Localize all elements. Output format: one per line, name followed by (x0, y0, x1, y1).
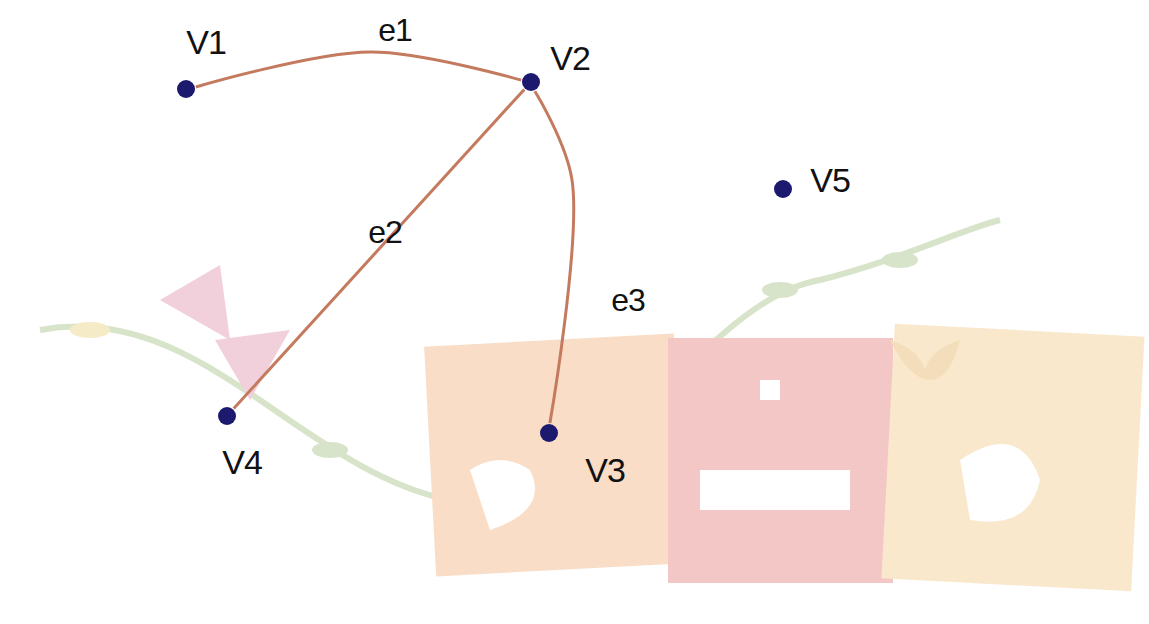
orange-card (424, 334, 686, 577)
graph-edge (234, 89, 525, 408)
leaf (70, 322, 110, 338)
graph-edge (196, 52, 521, 87)
vertex-dot (217, 406, 237, 426)
vertex-dot (521, 72, 541, 92)
leaf (312, 442, 348, 458)
butterfly (160, 265, 290, 400)
yellow-card (881, 324, 1144, 592)
edge-label: e3 (611, 282, 645, 319)
vertex: V4 (217, 406, 237, 426)
red-card (668, 338, 893, 583)
vertex-label: V1 (186, 23, 226, 62)
vertex-dot (774, 180, 792, 198)
leaf (882, 252, 918, 268)
vertex-label: V4 (222, 443, 262, 482)
vertex-label: V3 (585, 451, 625, 490)
vertex-dot (773, 179, 793, 199)
vertex: V3 (539, 423, 559, 443)
butterfly (890, 340, 960, 380)
edge-label: e1 (378, 12, 412, 49)
vertex: V5 (773, 179, 793, 199)
vertex-dot (540, 424, 558, 442)
vertex-dot (176, 79, 196, 99)
edge-label: e2 (368, 214, 402, 251)
vertex-label: V5 (810, 161, 850, 200)
vertex: V2 (521, 72, 541, 92)
vertex-dot (218, 407, 236, 425)
card-glyph (470, 460, 535, 530)
vertex-dot (177, 80, 195, 98)
leaf (762, 282, 798, 298)
card-glyph (700, 380, 850, 510)
vertex-dot (539, 423, 559, 443)
vertex-dot (522, 73, 540, 91)
graph-edge (535, 91, 574, 423)
card-glyph (960, 444, 1040, 522)
vertex: V1 (176, 79, 196, 99)
vertex-label: V2 (550, 39, 590, 78)
